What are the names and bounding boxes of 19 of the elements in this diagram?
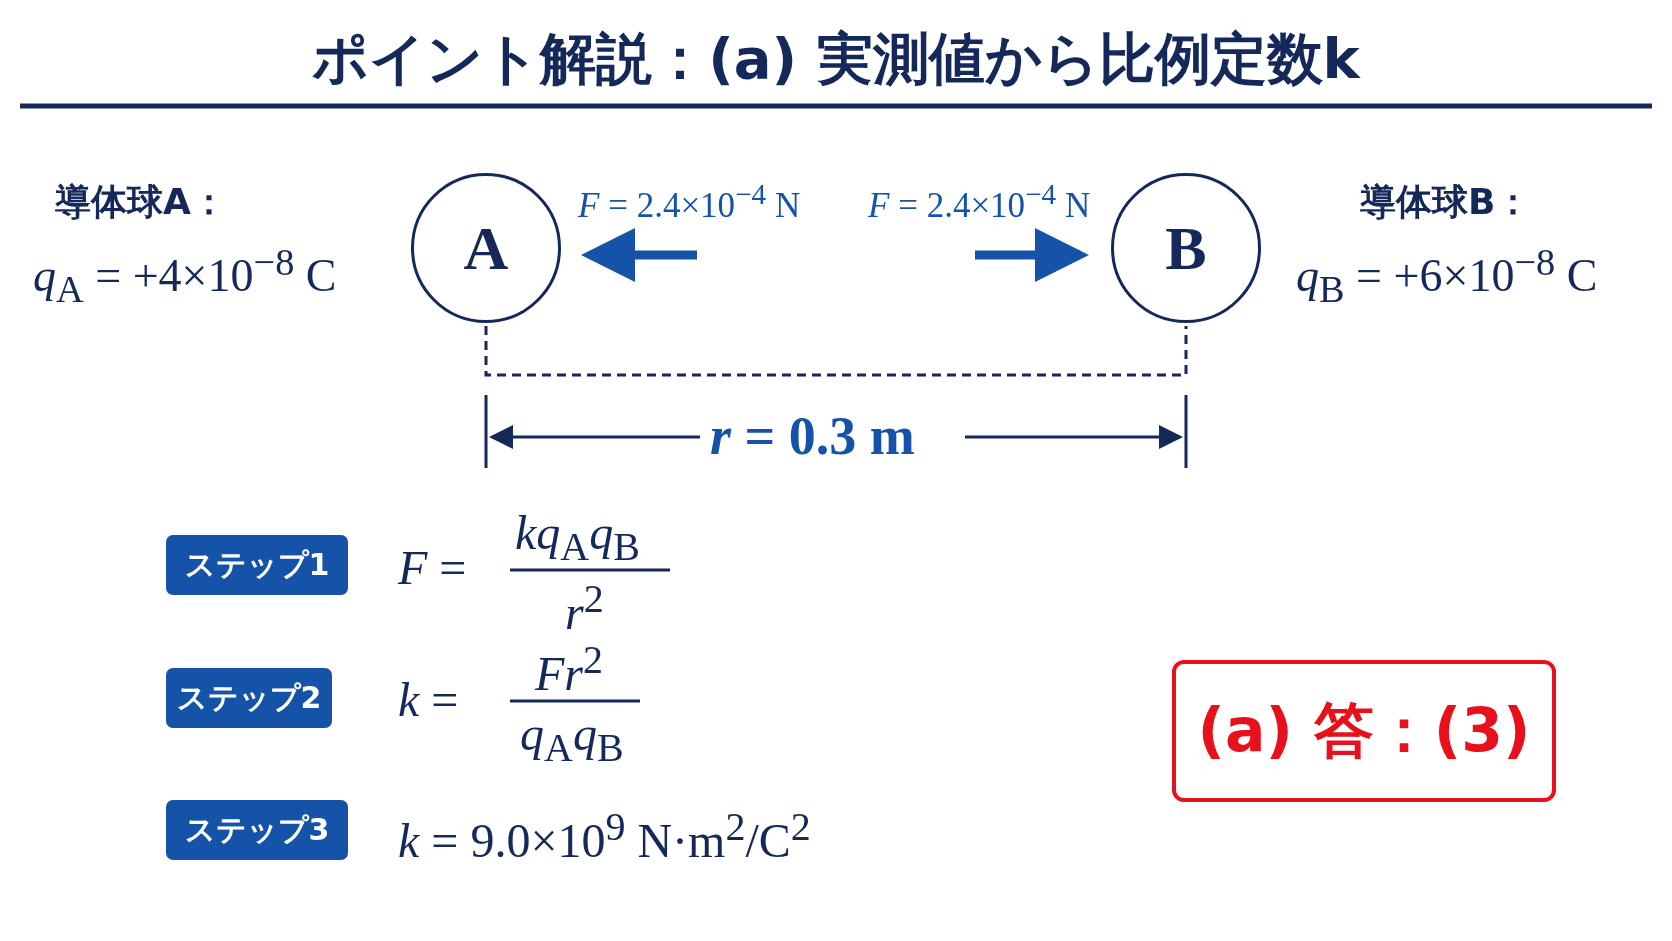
equation-text: q$_{A}$q$_{B}$ (520, 706, 624, 771)
force-label: F = 2.4×10$^{−4}$ N (578, 178, 801, 226)
equation-text: kq$_{A}$q$_{B}$ (515, 505, 640, 570)
text-label: 導体球A： (55, 180, 227, 224)
sphere-circle: A (411, 173, 561, 323)
equation-text: k = (398, 672, 459, 727)
answer-box: (a) 答：(3) (1172, 660, 1556, 802)
dimension-label: r = 0.3 m (710, 405, 915, 467)
text-label: 導体球B： (1360, 180, 1532, 224)
equation-text: F = (398, 540, 467, 595)
charge-label: q$_{A}$ = +4×10$^{−8}$ C (33, 240, 337, 311)
step-badge: ステップ2 (166, 668, 332, 728)
force-label: F = 2.4×10$^{−4}$ N (868, 178, 1091, 226)
sphere-circle: B (1111, 173, 1261, 323)
charge-label: q$_{B}$ = +6×10$^{−8}$ C (1296, 240, 1598, 311)
step-badge: ステップ3 (166, 800, 348, 860)
title: ポイント解説：(a) 実測値から比例定数k (311, 25, 1362, 93)
step-badge: ステップ1 (166, 535, 348, 595)
equation-text: k = 9.0×10$^{9}$ N·m$^{2}$/C$^{2}$ (398, 803, 811, 868)
